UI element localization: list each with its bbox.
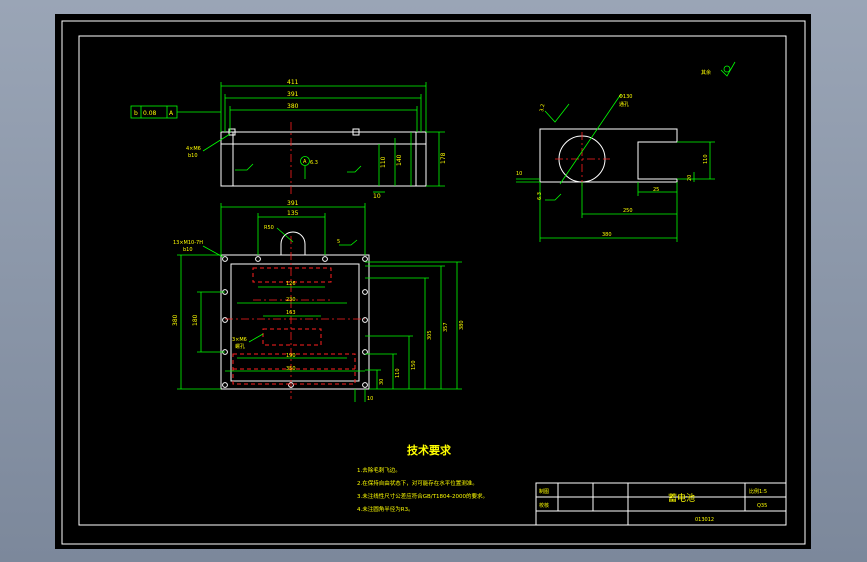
middle-slot-hidden bbox=[262, 328, 322, 346]
outer-frame bbox=[61, 20, 806, 545]
datum-mark: A bbox=[303, 159, 307, 165]
requirement-item: 1.去除毛刺飞边。 bbox=[357, 466, 401, 474]
requirement-item: 4.未注圆角半径为R3。 bbox=[357, 505, 414, 513]
front-view: 391 135 R50 5 13×M10-7H b10 126 230 bbox=[172, 200, 465, 402]
dim-right-380: 380 bbox=[459, 320, 465, 330]
title-block: 制图 校核 蓄电池 比例1:5 Q35 013012 bbox=[535, 482, 787, 526]
dim-right-110: 110 bbox=[395, 368, 401, 378]
thread-note-2: 3×M6 bbox=[232, 337, 247, 343]
thread-type-note: 螺孔 bbox=[235, 343, 245, 350]
requirement-item: 3.未注线性尺寸公差应符合GB/T1804-2000的要求。 bbox=[357, 492, 488, 500]
side-view-outline bbox=[539, 128, 678, 183]
requirements-title: 技术要求 bbox=[407, 443, 452, 457]
side-view: Φ130 通孔 3.2 10 110 20 25 bbox=[516, 93, 715, 242]
surface-note: 其余 bbox=[701, 61, 736, 77]
drawing-canvas: A 6.3 411 391 380 b bbox=[61, 20, 806, 545]
thread-note: 13×M10-7H bbox=[173, 240, 203, 246]
dim-190: 190 bbox=[286, 353, 296, 359]
dim-right-150: 150 bbox=[411, 360, 417, 370]
scale: 比例1:5 bbox=[749, 488, 767, 495]
dim-front-391: 391 bbox=[287, 200, 299, 207]
part-name: 蓄电池 bbox=[668, 492, 695, 504]
requirement-item: 2.在保持自由状态下，对可能存在水平位置测准。 bbox=[357, 479, 478, 487]
dim-163: 163 bbox=[286, 310, 296, 316]
hole-note: 4×M6 bbox=[186, 146, 201, 152]
dim-right-30: 30 bbox=[379, 379, 385, 385]
dim-right-357: 357 bbox=[443, 322, 449, 332]
flatness-symbol: b bbox=[134, 110, 138, 117]
flatness-datum: A bbox=[169, 110, 174, 117]
roughness-top: 3.2 bbox=[539, 103, 546, 112]
dim-135: 135 bbox=[287, 210, 299, 217]
dim-140: 140 bbox=[396, 154, 403, 166]
dim-side-10: 10 bbox=[516, 171, 522, 177]
flatness-value: 0.08 bbox=[143, 110, 157, 117]
dim-r50: R50 bbox=[264, 225, 274, 231]
dim-380: 380 bbox=[287, 103, 299, 110]
top-view: A 6.3 411 391 380 b bbox=[130, 79, 447, 200]
label-checked: 校核 bbox=[539, 502, 549, 509]
roughness-bottom: 6.3 bbox=[537, 192, 543, 200]
dim-126: 126 bbox=[286, 281, 296, 287]
thread-depth-note: b10 bbox=[183, 247, 193, 253]
dim-411: 411 bbox=[287, 79, 299, 86]
surface-note-label: 其余 bbox=[701, 69, 711, 76]
dim-230: 230 bbox=[286, 297, 296, 303]
dim-left-380: 380 bbox=[172, 314, 179, 326]
dim-side-110: 110 bbox=[703, 154, 709, 164]
dim-side-25: 25 bbox=[653, 187, 659, 193]
top-arch bbox=[280, 231, 306, 255]
dim-391: 391 bbox=[287, 91, 299, 98]
dim-left-180: 180 bbox=[192, 314, 199, 326]
dim-side-250: 250 bbox=[623, 208, 633, 214]
technical-requirements: 技术要求 1.去除毛刺飞边。 2.在保持自由状态下，对可能存在水平位置测准。 3… bbox=[357, 443, 488, 513]
dim-side-20: 20 bbox=[687, 175, 693, 181]
dim-side-380: 380 bbox=[602, 232, 612, 238]
datum-circle bbox=[300, 156, 310, 166]
front-view-outline bbox=[220, 254, 370, 390]
dim-slope: 5 bbox=[337, 239, 340, 245]
upper-slot-hidden bbox=[252, 267, 332, 283]
roughness-mark: 6.3 bbox=[310, 160, 318, 166]
dim-phi130: Φ130 bbox=[619, 94, 632, 100]
material: Q35 bbox=[757, 503, 767, 509]
through-hole-note: 通孔 bbox=[619, 101, 629, 108]
dim-110: 110 bbox=[380, 156, 387, 168]
dim-right-305: 305 bbox=[427, 330, 433, 340]
hole-depth-note: b10 bbox=[188, 153, 198, 159]
drawing-number: 013012 bbox=[695, 517, 714, 523]
dim-350: 350 bbox=[286, 366, 296, 372]
dim-10: 10 bbox=[373, 193, 381, 200]
dim-178: 178 bbox=[440, 152, 447, 164]
drawing-sheet: A 6.3 411 391 380 b bbox=[55, 14, 811, 549]
top-view-outline bbox=[220, 131, 427, 187]
inner-frame bbox=[78, 35, 787, 526]
dim-bottom-10: 10 bbox=[367, 396, 373, 402]
label-drawn: 制图 bbox=[539, 488, 549, 495]
